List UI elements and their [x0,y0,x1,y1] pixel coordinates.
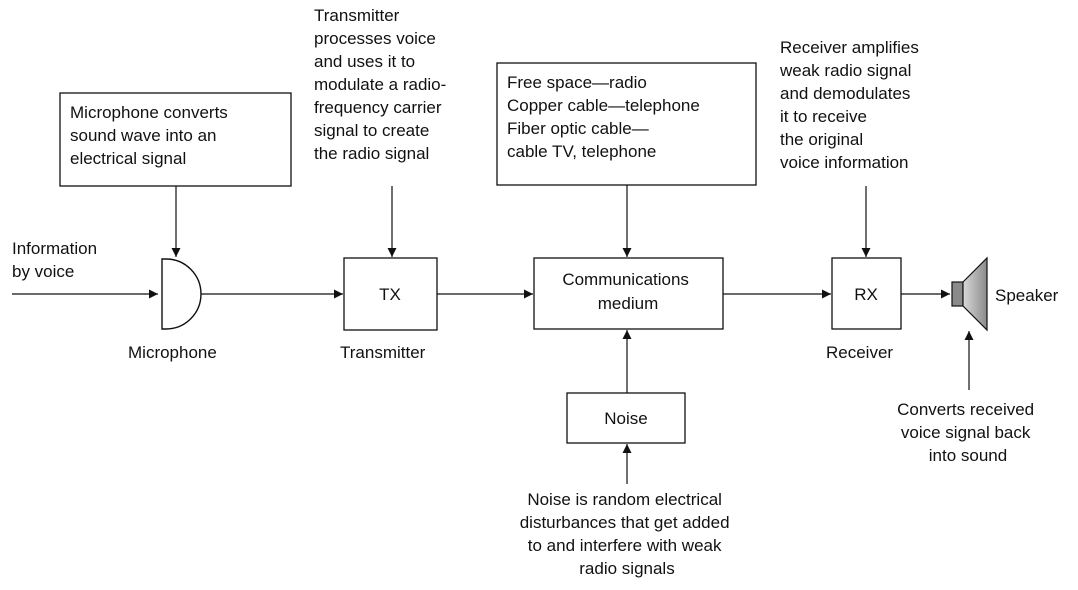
transmitter-note-line: modulate a radio- [314,75,446,94]
transmitter-note-line: the radio signal [314,144,429,163]
speaker-note-line: voice signal back [901,423,1031,442]
microphone-icon [161,258,202,330]
transmitter-note-line: Transmitter [314,6,400,25]
speaker-note-line: Converts received [897,400,1034,419]
receiver-note-line: Receiver amplifies [780,38,919,57]
noise-note-line: Noise is random electrical [527,490,722,509]
microphone-note-text: Microphone converts sound wave into an e… [70,103,233,168]
microphone-note-line: Microphone converts [70,103,228,122]
tx-block [343,257,438,331]
receiver-note-line: it to receive [780,107,867,126]
input-label: Information by voice [12,239,102,281]
medium-note-line: Free space—radio [507,73,647,92]
rx-block [831,257,902,330]
transmitter-caption: Transmitter [340,343,426,362]
receiver-note-line: the original [780,130,863,149]
speaker-note-text: Converts received voice signal back into… [897,400,1039,465]
input-label-line: by voice [12,262,74,281]
medium-label-line: Communications [562,270,689,289]
receiver-note-text: Receiver amplifies weak radio signal and… [779,38,924,172]
noise-note-text: Noise is random electrical disturbances … [520,490,735,578]
input-label-line: Information [12,239,97,258]
noise-block [566,392,686,444]
noise-label: Noise [604,409,647,428]
medium-label: Communications medium [562,270,693,313]
transmitter-note-line: and uses it to [314,52,415,71]
receiver-note-line: and demodulates [780,84,910,103]
transmitter-note-line: signal to create [314,121,429,140]
noise-note-line: to and interfere with weak [528,536,722,555]
transmitter-note-line: frequency carrier [314,98,442,117]
medium-note-line: cable TV, telephone [507,142,656,161]
transmitter-note-text: Transmitter processes voice and uses it … [314,6,451,163]
microphone-note-box [59,92,292,187]
speaker-note-line: into sound [929,446,1007,465]
microphone-note-line: electrical signal [70,149,186,168]
microphone-caption: Microphone [128,343,217,362]
rx-label: RX [854,285,878,304]
receiver-caption: Receiver [826,343,893,362]
medium-block [533,257,724,330]
microphone-note-line: sound wave into an [70,126,217,145]
receiver-note-line: weak radio signal [779,61,911,80]
receiver-note-line: voice information [780,153,909,172]
medium-note-box [496,62,757,186]
medium-note-line: Copper cable—telephone [507,96,700,115]
noise-note-line: disturbances that get added [520,513,730,532]
tx-label: TX [379,285,401,304]
speaker-icon [951,256,988,332]
medium-label-line: medium [598,294,658,313]
transmitter-note-line: processes voice [314,29,436,48]
medium-note-text: Free space—radio Copper cable—telephone … [507,73,705,161]
medium-note-line: Fiber optic cable— [507,119,649,138]
noise-note-line: radio signals [579,559,674,578]
speaker-caption: Speaker [995,286,1059,305]
